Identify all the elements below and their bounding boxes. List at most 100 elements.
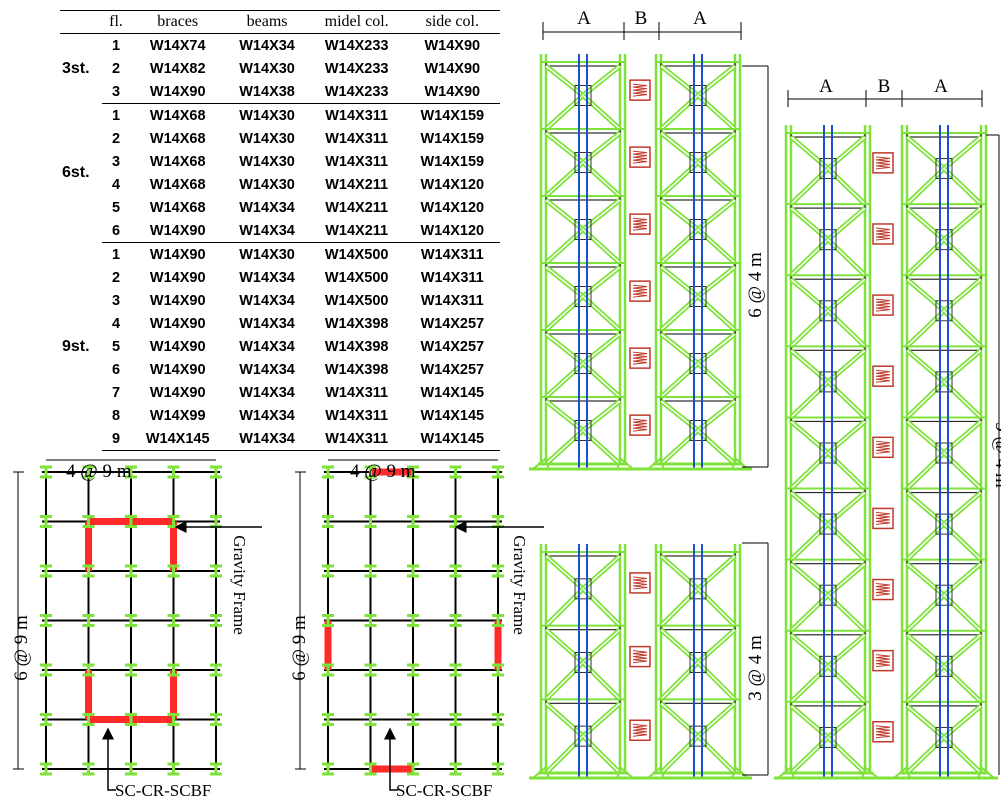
bay-label-a-left: A [577, 8, 591, 29]
floor-cell: 9 [102, 427, 130, 451]
nine-story-height-label: 9 @ 4 m [991, 422, 1001, 488]
gusset-plate [689, 652, 707, 673]
spring-damper [629, 572, 651, 594]
middle-column-cell: W14X500 [324, 269, 389, 286]
beams-cell: W14X34 [239, 361, 295, 378]
gusset-plate [574, 652, 592, 673]
beams-cell: W14X34 [239, 292, 295, 309]
floor-plan-2 [295, 459, 544, 791]
gusset-plate [819, 584, 837, 606]
spring-damper [629, 414, 651, 436]
column-symbol [407, 515, 419, 528]
floor-cell: 8 [111, 407, 121, 424]
gusset-plate [574, 152, 592, 173]
column-symbol [125, 663, 137, 677]
plan1-height-label: 6 @ 9 m [11, 615, 32, 681]
middle-column-cell: W14X211 [325, 176, 389, 193]
height-dimension-9-story: 9 @ 4 m [986, 134, 1001, 775]
beams-cell: W14X30 [239, 130, 295, 147]
column-symbol [82, 515, 95, 528]
column-symbol [82, 663, 95, 677]
spring-damper [629, 347, 651, 369]
spring-damper [872, 365, 894, 387]
middle-column-cell: W14X398 [324, 315, 389, 332]
column-symbol [167, 762, 180, 776]
column-symbol [40, 465, 52, 479]
gusset-plate [689, 725, 707, 747]
braces-cell: W14X74 [149, 37, 206, 54]
column-symbol [449, 762, 462, 776]
bay-dimensions-6-story: A B A [542, 8, 742, 40]
gusset-plate [574, 219, 592, 240]
middle-column-cell: W14X311 [325, 384, 389, 401]
gusset-plate [935, 300, 953, 322]
spring-damper [872, 294, 894, 316]
side-column-cell: W14X311 [420, 269, 484, 286]
spring-damper [872, 721, 894, 743]
gusset-plate [935, 584, 953, 606]
column-symbol [492, 465, 504, 479]
side-column-cell: W14X145 [404, 427, 500, 451]
middle-column-cell: W14X211 [325, 199, 389, 216]
plan1-system-label: SC-CR-SCBF [115, 781, 211, 800]
plan2-width-label: 4 @ 9 m [350, 461, 416, 482]
braces-cell: W14X90 [130, 219, 226, 243]
gusset-plate [819, 371, 837, 393]
side-column-cell: W14X90 [424, 37, 481, 54]
spring-damper [629, 146, 651, 168]
spring-damper [872, 649, 894, 672]
column-symbol [82, 614, 95, 627]
column-symbol [364, 762, 377, 776]
column-symbol [492, 762, 504, 776]
floor-cell: 2 [111, 269, 121, 286]
gusset-plate [574, 420, 592, 441]
column-symbol [167, 465, 180, 479]
gusset-plate [819, 158, 837, 180]
gusset-plate [574, 353, 592, 374]
column-symbol [210, 465, 222, 479]
header-braces: braces [130, 10, 226, 34]
gusset-plate [935, 371, 953, 393]
side-column-cell: W14X120 [420, 176, 485, 193]
bay-dimensions-9-story: A B A [787, 76, 983, 107]
three-story-height-label: 3 @ 4 m [745, 635, 766, 701]
spring-damper [629, 213, 651, 235]
column-symbol [449, 663, 462, 677]
six-story-height-label: 6 @ 4 m [745, 252, 766, 318]
column-symbol [125, 713, 137, 726]
side-column-cell: W14X90 [424, 60, 481, 77]
middle-column-cell: W14X500 [324, 292, 389, 309]
spring-damper [629, 280, 651, 302]
column-symbol [210, 713, 222, 726]
spring-damper [629, 719, 651, 742]
gusset-plate [819, 726, 837, 748]
column-symbol [322, 614, 334, 627]
bay9-label-a-left: A [819, 76, 833, 97]
column-symbol [40, 713, 52, 726]
gusset-plate [935, 655, 953, 677]
story-group-label: 9st. [62, 337, 90, 355]
gusset-plate [574, 725, 592, 747]
gusset-plate [935, 513, 953, 535]
gusset-plate [819, 655, 837, 677]
bay-label-a-right: A [693, 8, 707, 29]
bay9-label-b: B [878, 76, 891, 97]
side-column-cell: W14X311 [420, 246, 484, 263]
middle-column-cell: W14X233 [308, 80, 405, 104]
braces-cell: W14X90 [149, 269, 206, 286]
column-symbol [210, 663, 222, 677]
side-column-cell: W14X257 [420, 338, 485, 355]
member-size-table: fl. braces beams midel col. side col. 3s… [60, 10, 500, 451]
plan2-height-label: 6 @ 9 m [289, 615, 310, 681]
gusset-plate [935, 158, 953, 180]
beams-cell: W14X34 [239, 315, 295, 332]
gusset-plate [689, 420, 707, 441]
